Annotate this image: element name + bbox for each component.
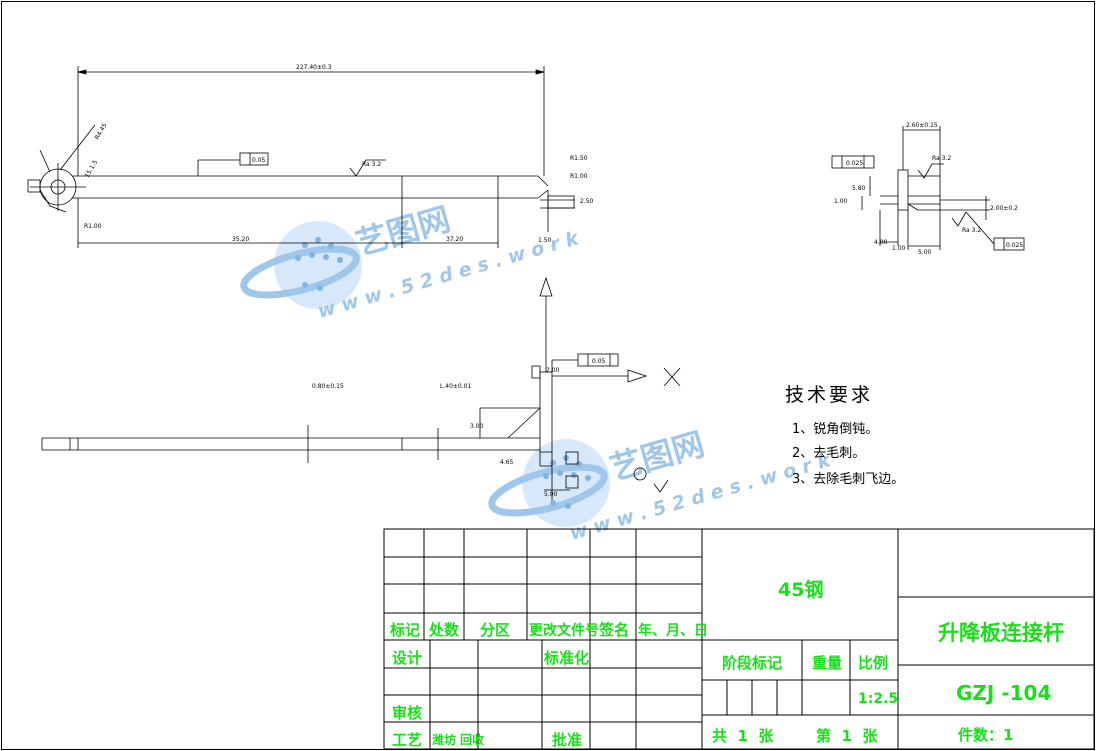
tech-requirement-1: 1、锐角倒钝。 <box>792 422 878 437</box>
tech-requirements-title: 技术要求 <box>785 384 873 406</box>
watermark-brand-2: 艺图网 <box>606 425 709 488</box>
detail-dim-right: 2.00±0.2 <box>990 205 1018 212</box>
detail-gdt-1-value: 0.025 <box>846 160 863 167</box>
tech-requirement-2: 2、去毛刺。 <box>792 446 865 461</box>
label-stage-mark: 阶段标记 <box>722 654 782 672</box>
dim-overall: 227.40±0.3 <box>296 64 332 71</box>
detail-dim-a: 5.80 <box>852 185 866 192</box>
detail-dim-c: 4.00 <box>874 239 888 246</box>
header-zone: 分区 <box>480 621 510 639</box>
label-review: 审核 <box>392 704 422 722</box>
side-dim-2: L.40±0.01 <box>440 383 471 390</box>
label-misc-note: 潍坊 回收 <box>431 732 484 747</box>
part-name: 升降板连接杆 <box>938 621 1064 645</box>
gdt-top-value: 0.05 <box>252 157 266 164</box>
gdt-mid-value: 0.05 <box>592 358 606 365</box>
dim-leader-2: R4.45 <box>94 122 109 141</box>
detail-dim-e: 5.00 <box>918 249 932 256</box>
detail-gdt-2-value: 0.025 <box>1006 242 1023 249</box>
drawing-number: GZJ -104 <box>956 681 1051 705</box>
side-dim-3: 3.00 <box>470 423 484 430</box>
header-signature: 签名 <box>598 621 629 639</box>
dim-vert: 1.50 <box>538 237 552 244</box>
side-dim-5: 5.00 <box>544 491 558 498</box>
header-date: 年、月、日 <box>638 622 708 639</box>
header-change-doc: 更改文件号 <box>529 622 599 639</box>
label-approve: 批准 <box>552 731 582 749</box>
title-block-text: 标记 处数 分区 更改文件号 签名 年、月、日 设计 标准化 审核 工艺 潍坊 … <box>389 579 1064 749</box>
main-view <box>30 66 575 248</box>
side-view <box>41 276 681 500</box>
detail-rough-1: Ra 3.2 <box>932 155 951 162</box>
side-dim-4: 4.65 <box>500 459 514 466</box>
header-mark: 标记 <box>389 621 420 639</box>
detail-gdt-1 <box>831 155 875 169</box>
label-scale: 比例 <box>858 654 888 672</box>
label-design: 设计 <box>392 649 422 667</box>
detail-dim-d: 1.00 <box>892 245 906 252</box>
label-process: 工艺 <box>392 731 422 749</box>
dim-left: 35.20 <box>232 236 249 243</box>
scale-value: 1:2.5 <box>858 691 898 707</box>
detail-dim-top: 2.60±0.15 <box>906 122 938 129</box>
label-weight: 重量 <box>812 654 842 672</box>
material: 45钢 <box>778 579 823 601</box>
quantity: 件数：1 <box>958 726 1013 744</box>
watermark-1: 艺图网 w w w . 5 2 d e s . w o r k <box>240 200 582 323</box>
watermark-brand: 艺图网 <box>352 200 455 263</box>
title-block <box>383 528 1095 750</box>
dim-hole: R1.00 <box>84 223 102 230</box>
side-dim-6: 2.00 <box>546 367 560 374</box>
tech-requirements: 技术要求 1、锐角倒钝。 2、去毛刺。 3、去除毛刺飞边。 <box>785 384 904 487</box>
detail-rough-2: Ra 3.2 <box>962 227 981 234</box>
dim-right-b: R1.00 <box>570 173 588 180</box>
label-standardize: 标准化 <box>543 649 589 667</box>
sheet-number: 第 1 张 <box>816 727 878 745</box>
detail-gdt-2 <box>993 237 1025 251</box>
dim-mid: 37.20 <box>446 236 463 243</box>
roughness-top: Ra 3.2 <box>362 161 381 168</box>
detail-dim-b: 1.00 <box>834 198 848 205</box>
detail-view <box>861 126 995 250</box>
total-sheets: 共 1 张 <box>712 727 774 745</box>
tech-requirement-3: 3、去除毛刺飞边。 <box>792 472 904 487</box>
watermark-2: 艺图网 w w w . 5 2 d e s . w o r k <box>488 425 834 545</box>
gdt-frame-mid <box>577 353 619 367</box>
datum-a-box <box>27 179 41 193</box>
dim-right-a: R1.50 <box>570 155 588 162</box>
header-count: 处数 <box>428 621 460 639</box>
gdt-frame-top <box>239 152 269 166</box>
dim-right-c: 2.50 <box>580 198 594 205</box>
side-dim-1: 0.80±0.15 <box>312 383 344 390</box>
